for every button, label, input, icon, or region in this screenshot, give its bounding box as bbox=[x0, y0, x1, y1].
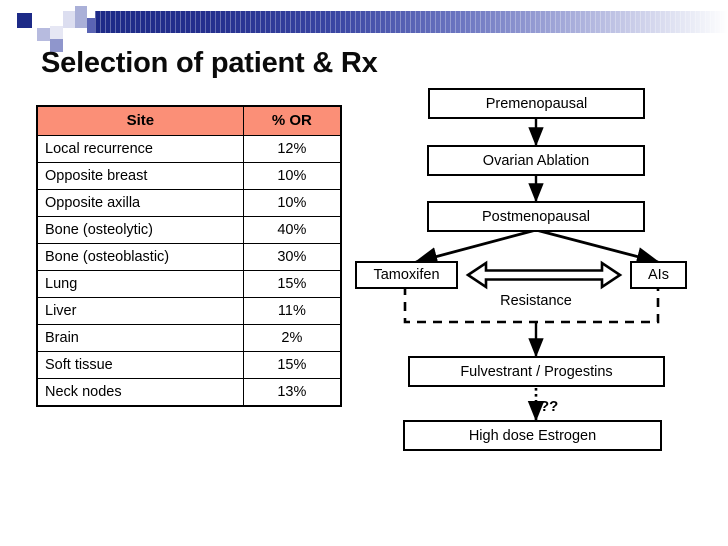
gradient-bar bbox=[95, 11, 728, 33]
table-row: Bone (osteoblastic) 30% bbox=[36, 243, 342, 271]
node-fulvestrant-progestins[interactable]: Fulvestrant / Progestins bbox=[408, 356, 665, 387]
dashed-bracket-resistance bbox=[403, 286, 660, 324]
site-response-table: Site % OR Local recurrence 12% Opposite … bbox=[36, 105, 342, 407]
node-postmenopausal[interactable]: Postmenopausal bbox=[427, 201, 645, 232]
cell-site: Local recurrence bbox=[36, 135, 244, 163]
cell-site: Opposite axilla bbox=[36, 189, 244, 217]
table-row: Liver 11% bbox=[36, 297, 342, 325]
cell-site: Bone (osteoblastic) bbox=[36, 243, 244, 271]
cell-or: 30% bbox=[242, 243, 342, 271]
arrow-postmeno-to-tamoxifen bbox=[413, 228, 537, 266]
decor-square-7 bbox=[87, 18, 95, 33]
cell-or: 15% bbox=[242, 351, 342, 379]
cell-site: Opposite breast bbox=[36, 162, 244, 190]
column-header-or: % OR bbox=[242, 105, 342, 136]
table-row: Neck nodes 13% bbox=[36, 378, 342, 407]
flowchart-connectors bbox=[403, 119, 661, 422]
table-row: Local recurrence 12% bbox=[36, 135, 342, 163]
label-question-marks: ?? bbox=[540, 398, 559, 415]
cell-site: Lung bbox=[36, 270, 244, 298]
cell-or: 11% bbox=[242, 297, 342, 325]
cell-or: 2% bbox=[242, 324, 342, 352]
slide-header-decoration bbox=[0, 0, 728, 52]
table-header-row: Site % OR bbox=[36, 105, 342, 136]
node-ovarian-ablation[interactable]: Ovarian Ablation bbox=[427, 145, 645, 176]
treatment-flowchart: Premenopausal Ovarian Ablation Postmenop… bbox=[350, 88, 728, 458]
cell-site: Neck nodes bbox=[36, 378, 244, 407]
decor-square-3 bbox=[50, 39, 63, 52]
node-high-dose-estrogen[interactable]: High dose Estrogen bbox=[403, 420, 662, 451]
decor-square-2 bbox=[37, 28, 50, 41]
node-premenopausal[interactable]: Premenopausal bbox=[428, 88, 645, 119]
label-resistance: Resistance bbox=[500, 293, 572, 309]
cell-or: 10% bbox=[242, 162, 342, 190]
table-row: Bone (osteolytic) 40% bbox=[36, 216, 342, 244]
cell-site: Liver bbox=[36, 297, 244, 325]
arrow-postmeno-to-ais bbox=[535, 228, 661, 266]
node-ais[interactable]: AIs bbox=[630, 261, 687, 289]
cell-site: Soft tissue bbox=[36, 351, 244, 379]
cell-site: Brain bbox=[36, 324, 244, 352]
column-header-site: Site bbox=[36, 105, 244, 136]
decor-square-1 bbox=[17, 13, 32, 28]
table-row: Lung 15% bbox=[36, 270, 342, 298]
cell-or: 12% bbox=[242, 135, 342, 163]
table-row: Opposite breast 10% bbox=[36, 162, 342, 190]
decor-square-5 bbox=[75, 6, 87, 28]
cell-or: 15% bbox=[242, 270, 342, 298]
cell-or: 10% bbox=[242, 189, 342, 217]
cell-or: 40% bbox=[242, 216, 342, 244]
table-row: Opposite axilla 10% bbox=[36, 189, 342, 217]
page-title: Selection of patient & Rx bbox=[41, 47, 378, 79]
cell-or: 13% bbox=[242, 378, 342, 407]
table-row: Soft tissue 15% bbox=[36, 351, 342, 379]
cell-site: Bone (osteolytic) bbox=[36, 216, 244, 244]
table-row: Brain 2% bbox=[36, 324, 342, 352]
decor-square-4 bbox=[63, 11, 75, 28]
decor-square-6 bbox=[50, 26, 63, 39]
double-arrow-resistance bbox=[465, 260, 623, 290]
node-tamoxifen[interactable]: Tamoxifen bbox=[355, 261, 458, 289]
